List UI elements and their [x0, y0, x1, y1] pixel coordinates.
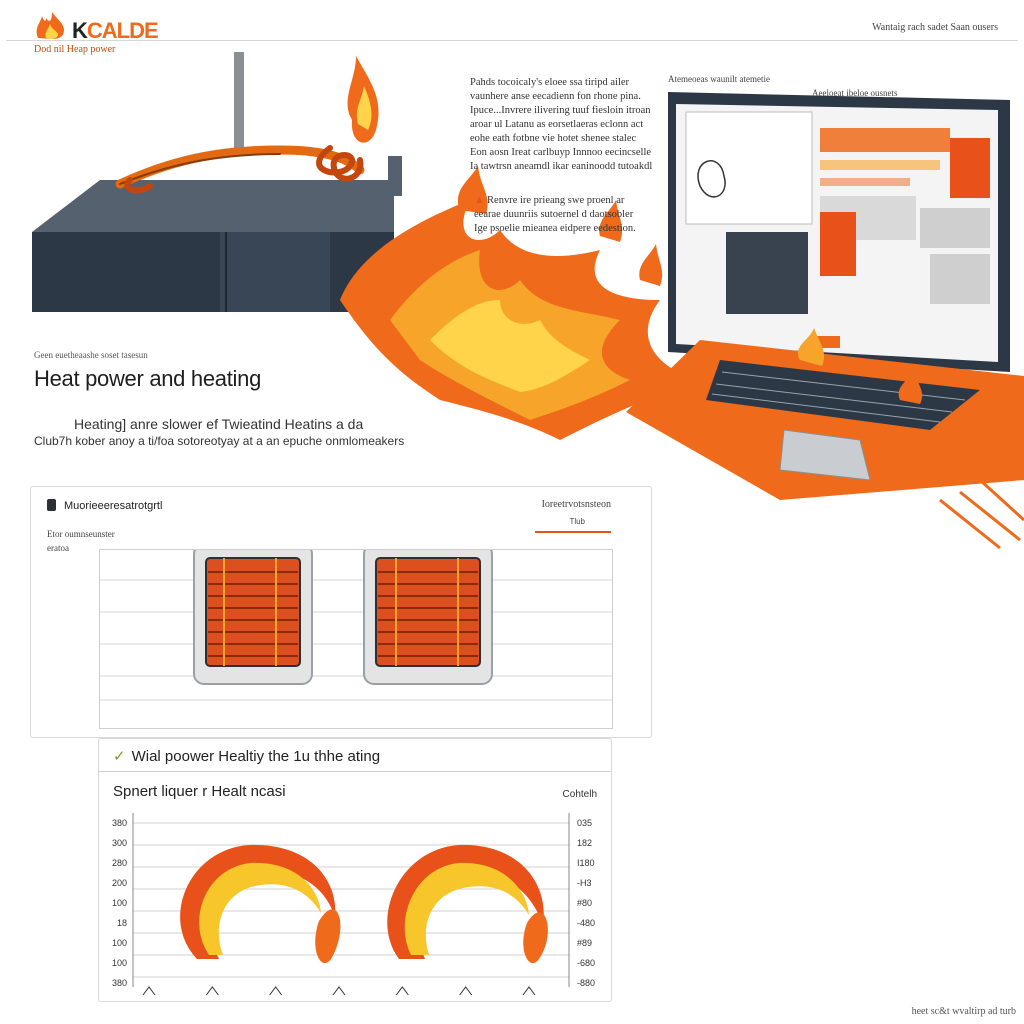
heat-panel-body: [99, 771, 611, 1002]
brand[interactable]: KCALDE Dod nil Heap power: [34, 8, 214, 55]
y-tick-label: 380: [112, 818, 127, 828]
heating-pipe-icon: [115, 145, 365, 194]
y-tick-label: -H3: [577, 878, 592, 888]
screen-label: Atemeoeas waunilt atemetie: [668, 74, 770, 84]
y-tick-label: 182: [577, 838, 592, 848]
checkmark-icon: ✓: [113, 748, 126, 765]
radiator-icon: [193, 543, 313, 685]
panel-tab[interactable]: Tlub: [535, 515, 611, 533]
flame-icon: [340, 56, 700, 440]
radiator-grid: [99, 543, 613, 729]
x-tick-mark: [142, 986, 156, 996]
panel-subtitle: Etor oumnseunster: [47, 529, 115, 539]
chimney-pole: [234, 52, 244, 152]
flame-ring-icon: [180, 844, 341, 964]
lead-text: Club7h kober anoy a ti/foa sotoreotyay a…: [34, 434, 405, 448]
panel-link[interactable]: Cohtelh: [562, 789, 597, 800]
lead-text: Heating] anre slower ef Twieatind Heatin…: [74, 416, 364, 432]
highlight-paragraph: ▲ Renvre ire prieang swe proenl ar eeara…: [474, 195, 636, 234]
flame-ring-icon: [387, 844, 548, 964]
y-tick-label: 100: [112, 958, 127, 968]
screen-label: Aeeloeat ibeloe ousnets: [812, 88, 898, 98]
page-title: Heat power and heating: [34, 366, 262, 391]
y-tick-label: #89: [577, 938, 592, 948]
radiator-panel: Muorieeeresatrotgrtl Etor oumnseunster e…: [30, 486, 652, 738]
brand-name: KCALDE: [72, 18, 159, 43]
panel-link[interactable]: Ioreetrvotsnsteon: [541, 499, 611, 510]
flame-logo-icon: [36, 12, 64, 39]
y-tick-label: 18: [117, 918, 127, 928]
y-tick-label: I180: [577, 858, 595, 868]
panel-subtitle: eratoa: [47, 543, 69, 553]
x-tick-mark: [269, 986, 283, 996]
panel-subtitle: Spnert liquer r Healt ncasi: [113, 783, 286, 800]
y-tick-label: -680: [577, 958, 595, 968]
y-tick-label: #80: [577, 898, 592, 908]
brand-tagline: Dod nil Heap power: [34, 44, 116, 55]
y-tick-label: 300: [112, 838, 127, 848]
y-tick-label: -880: [577, 978, 595, 988]
x-tick-mark: [205, 986, 219, 996]
header-nav-link[interactable]: Wantaig rach sadet Saan ousers: [872, 22, 998, 33]
x-tick-mark: [459, 986, 473, 996]
y-tick-label: -480: [577, 918, 595, 928]
y-tick-label: 100: [112, 938, 127, 948]
panel-title: Muorieeeresatrotgrtl: [47, 499, 162, 512]
y-tick-label: 380: [112, 978, 127, 988]
hero-illustration: [32, 52, 1024, 550]
panel-icon: [47, 499, 56, 511]
radiator-icon: [363, 543, 493, 685]
header-divider: [6, 40, 1018, 41]
flame-bullet-icon: ▲: [474, 195, 488, 206]
laptop-icon: [626, 92, 1024, 550]
y-tick-label: 100: [112, 898, 127, 908]
heater-box-icon: [32, 156, 402, 312]
y-tick-label: 280: [112, 858, 127, 868]
x-tick-mark: [395, 986, 409, 996]
x-tick-mark: [332, 986, 346, 996]
footer-note: heet sc&t wvaltirp ad turb: [911, 1006, 1016, 1017]
y-tick-label: 035: [577, 818, 592, 828]
intro-paragraph: Pahds tocoicaly's eloee ssa tiripd ailer…: [470, 77, 653, 172]
heat-panel: ✓Wial poower Healtiy the 1u thhe ating S…: [98, 738, 612, 1002]
y-tick-label: 200: [112, 878, 127, 888]
breadcrumb[interactable]: Geen euetheaashe soset tasesun: [34, 350, 148, 360]
panel-title: ✓Wial poower Healtiy the 1u thhe ating: [113, 748, 381, 765]
x-tick-mark: [522, 986, 536, 996]
